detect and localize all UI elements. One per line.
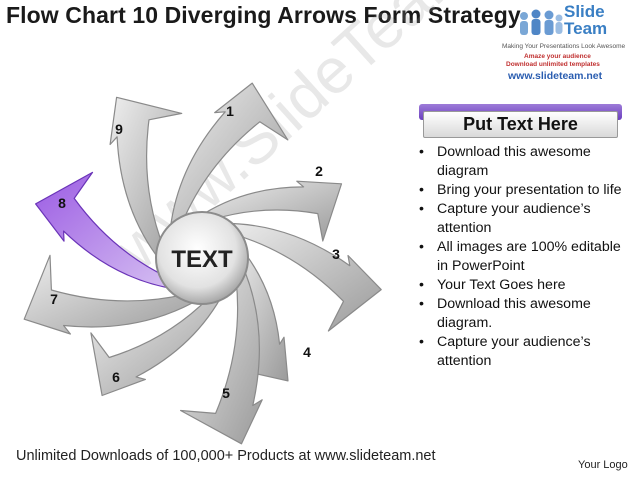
arrow-6 [90,290,225,397]
people-icon [520,9,563,35]
bullet-list: Download this awesome diagramBring your … [417,143,632,371]
arrow-5 [180,263,263,445]
logo-name-bottom: Team [564,19,608,38]
arrow-number-2: 2 [315,163,323,179]
diverging-arrows-diagram: 1 2 3 4 5 6 7 8 9 TEXT [23,82,382,445]
logo-line-1: Amaze your audience [524,53,591,60]
arrow-number-9: 9 [115,121,123,137]
arrow-number-1: 1 [226,103,234,119]
arrow-number-7: 7 [50,291,58,307]
center-label: TEXT [171,246,233,273]
logo-tagline: Making Your Presentations Look Awesome [502,43,626,50]
text-panel-heading: Put Text Here [423,111,618,138]
bullet-item: Bring your presentation to life [417,181,632,200]
logo-name-top: Slide [564,2,605,21]
arrow-9 [109,96,183,264]
bullet-item: Download this awesome diagram [417,143,632,181]
arrow-number-8: 8 [58,195,66,211]
bullet-item: All images are 100% editable in PowerPoi… [417,238,632,276]
center-hub [155,211,249,305]
arrow-2 [196,180,343,242]
logo-url[interactable]: www.slideteam.net [508,70,603,82]
bullet-item: Capture your audience’s attention [417,333,632,371]
page-title: Flow Chart 10 Diverging Arrows Form Stra… [6,2,521,28]
arrow-1 [169,82,289,235]
bullet-item: Download this awesome diagram. [417,295,632,333]
your-logo-placeholder: Your Logo [578,459,628,471]
arrow-7 [23,254,202,335]
bullet-item: Capture your audience’s attention [417,200,632,238]
arrow-number-6: 6 [112,369,120,385]
slideteam-logo: Slide Team Making Your Presentations Loo… [498,0,638,86]
text-panel-header: Put Text Here [419,104,622,138]
bullet-item: Your Text Goes here [417,276,632,295]
footer-text: Unlimited Downloads of 100,000+ Products… [16,448,436,464]
arrow-number-3: 3 [332,246,340,262]
arrow-number-5: 5 [222,385,230,401]
arrow-number-4: 4 [303,344,311,360]
logo-line-2: Download unlimited templates [506,61,600,68]
arrow-8 [35,171,178,290]
